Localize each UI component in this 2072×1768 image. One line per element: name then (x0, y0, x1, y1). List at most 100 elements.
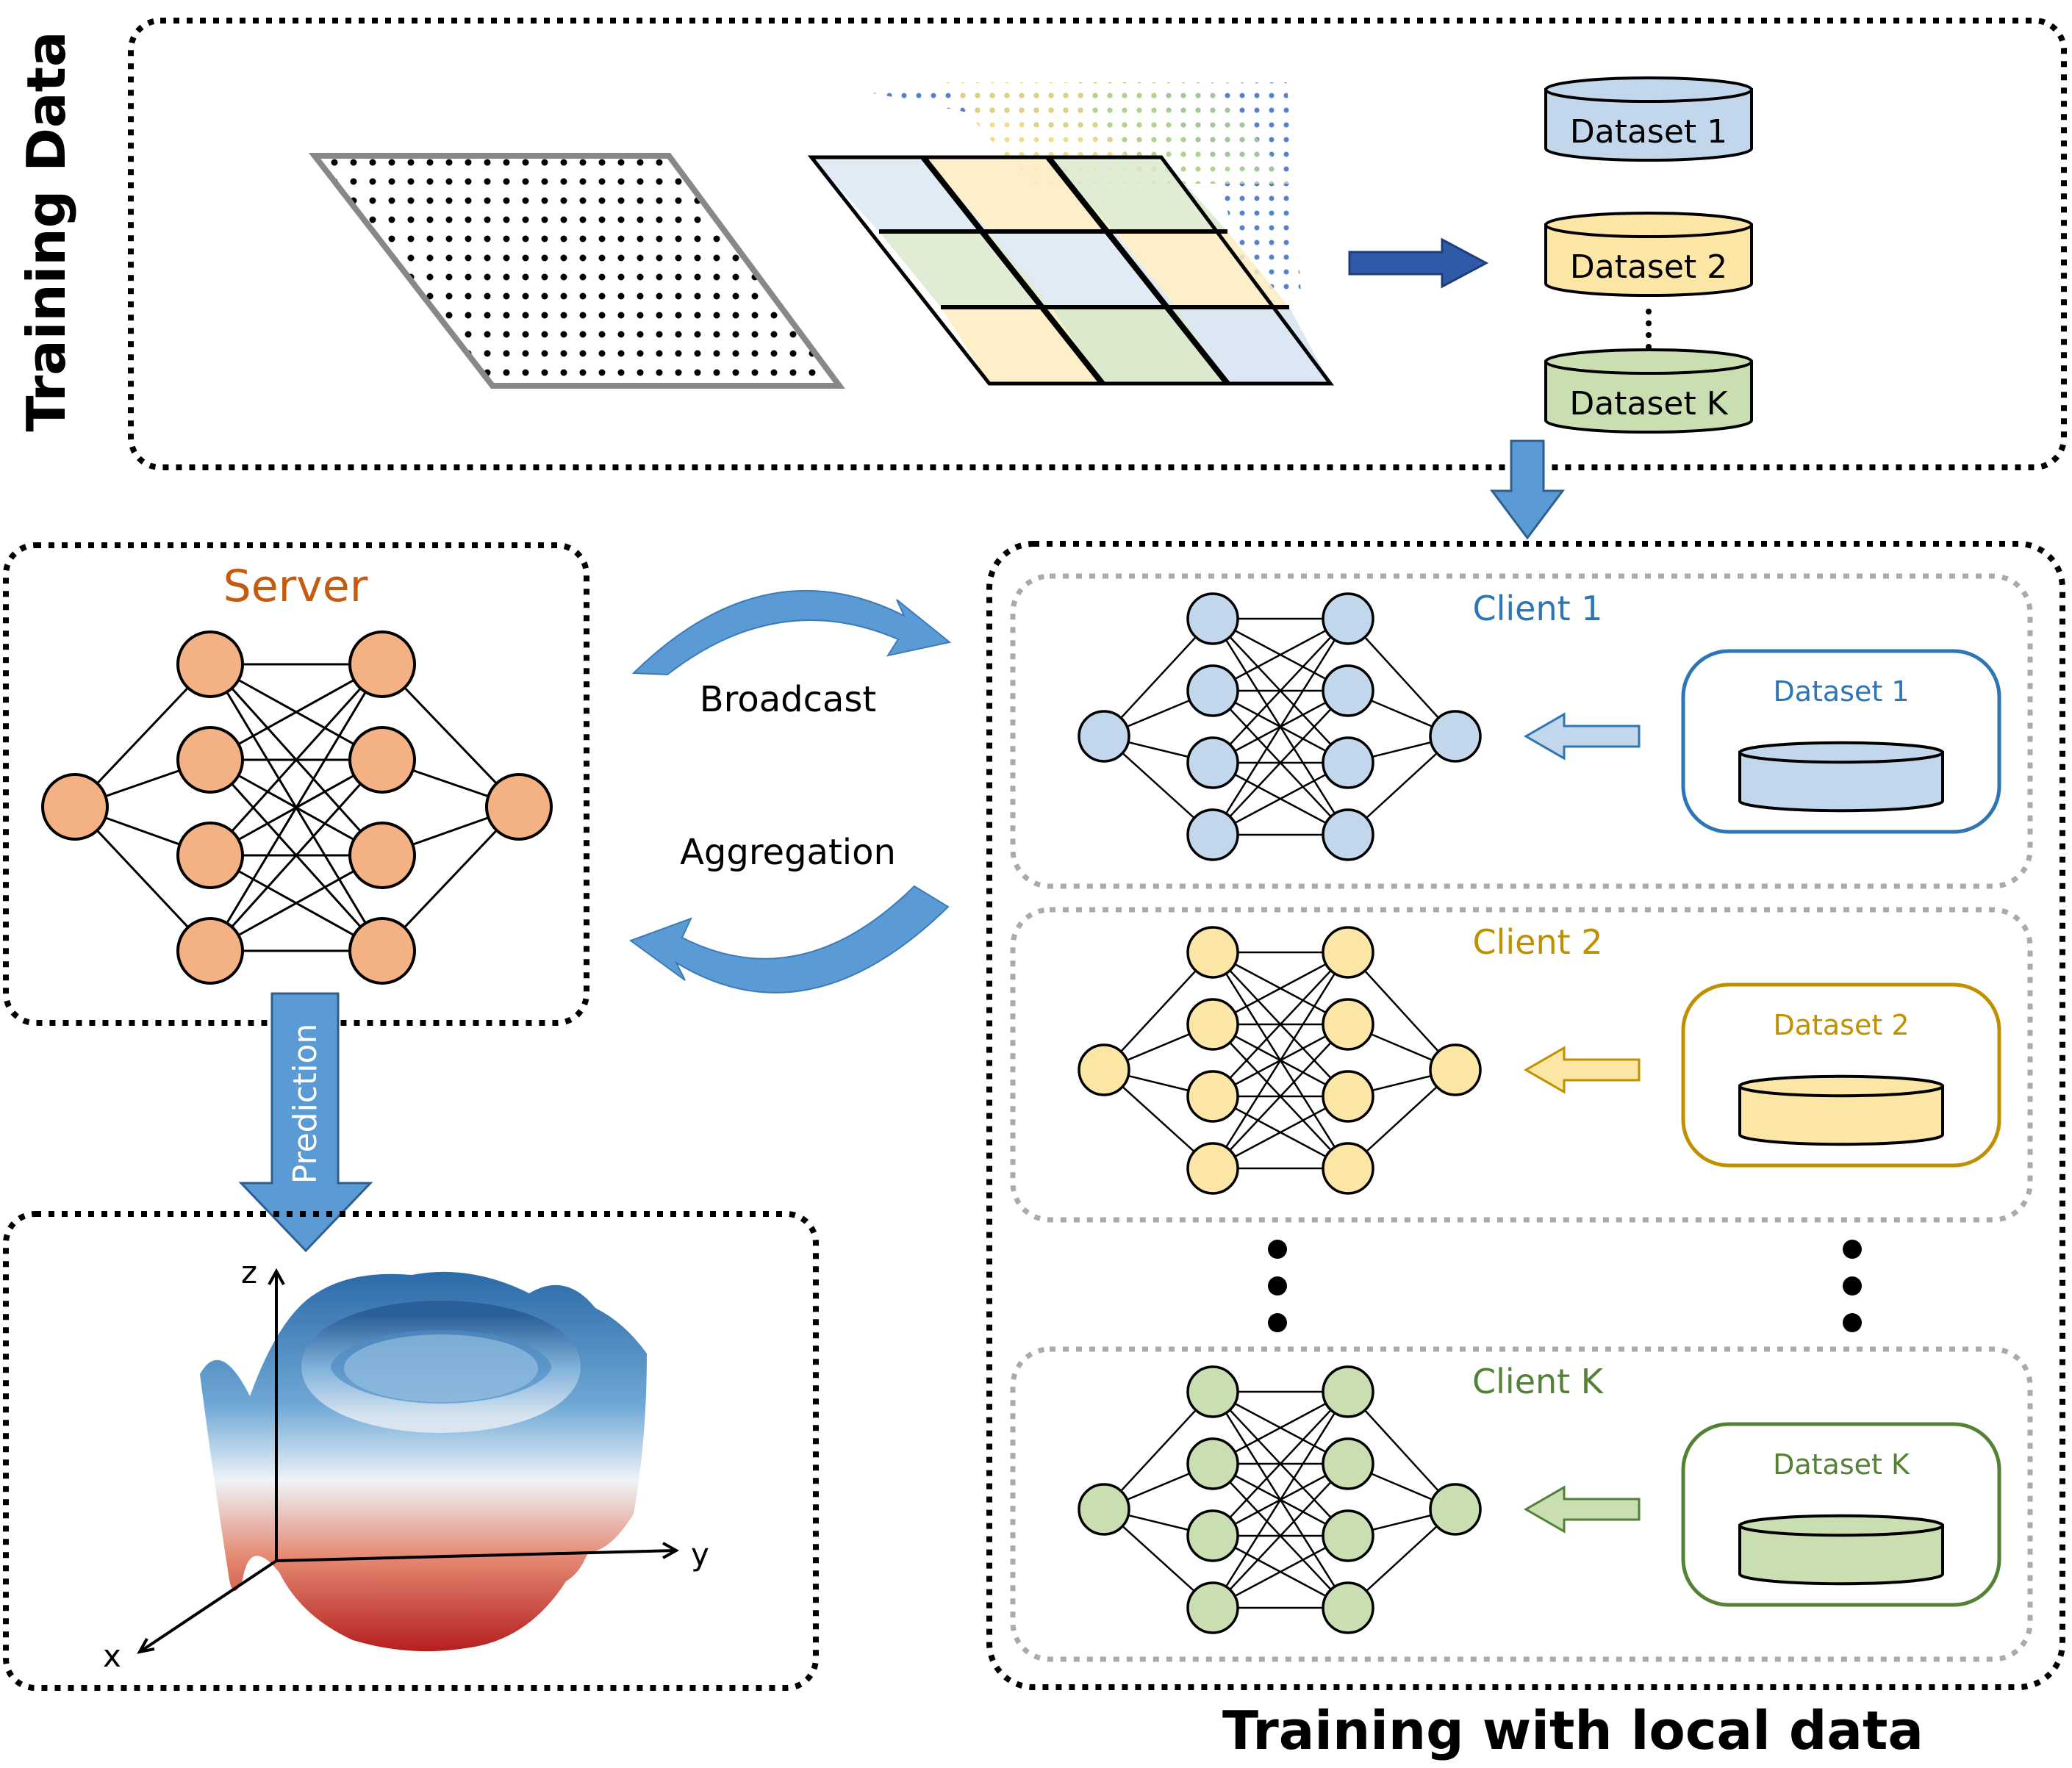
network-node (485, 773, 553, 841)
network-node (176, 726, 244, 794)
client-label: Client 2 (1472, 922, 1602, 962)
network-node (176, 917, 244, 985)
raw-point-cloud (308, 153, 845, 389)
client-dataset: Dataset K (1681, 1422, 2001, 1607)
axis-x-label: x (103, 1638, 121, 1674)
network-edge (1211, 1391, 1349, 1609)
network-node (1322, 926, 1374, 979)
stacked-dataset-label: Dataset 2 (1570, 248, 1727, 286)
network-node (176, 630, 244, 698)
network-node (1078, 710, 1130, 763)
network-node (348, 726, 416, 794)
network-edge (1212, 618, 1349, 763)
network-node (1429, 1483, 1482, 1536)
network-edge (209, 664, 384, 952)
client-neural-network (1078, 592, 1482, 861)
local-training-title: Training with local data (1222, 1700, 1924, 1761)
network-node (1322, 1437, 1374, 1490)
axis-z-label: z (241, 1254, 257, 1290)
client-ellipsis (1268, 1240, 1862, 1332)
client-dataset-label: Dataset 2 (1773, 1009, 1909, 1041)
network-edge (1347, 952, 1456, 1071)
network-node (348, 917, 416, 985)
client-neural-network (1078, 926, 1482, 1195)
network-edge (1347, 618, 1456, 737)
network-node (1322, 1142, 1374, 1195)
network-edge (1212, 1463, 1349, 1609)
local-data-arrow (1523, 1485, 1641, 1534)
surface-axes (137, 1268, 680, 1654)
network-node (1186, 664, 1239, 717)
network-edge (1212, 690, 1349, 836)
network-node (1322, 736, 1374, 789)
network-node (1186, 592, 1239, 645)
client-1-box: Client 1 Dataset 1 (1010, 573, 2033, 889)
client-dataset-cylinder (1738, 1074, 1944, 1146)
aggregation-arrow (628, 885, 950, 993)
network-edges (1103, 951, 1456, 1170)
partitioned-grid (807, 82, 1334, 386)
client-label: Client 1 (1472, 589, 1602, 628)
network-edge (1211, 618, 1349, 836)
network-node (1186, 736, 1239, 789)
network-node (1186, 1142, 1239, 1195)
training-data-title: Training Data (15, 31, 77, 431)
stacked-dataset-1: Dataset 1 (1544, 76, 1753, 162)
network-edge (1103, 1391, 1214, 1510)
aggregation-label: Aggregation (680, 832, 896, 873)
client-dataset: Dataset 1 (1681, 649, 2001, 834)
stack-dot (1646, 320, 1652, 326)
network-edges (74, 663, 520, 952)
client-neural-network (1078, 1365, 1482, 1634)
stacked-dataset-2: Dataset 2 (1544, 212, 1753, 297)
stacked-dataset-3: Dataset K (1544, 348, 1753, 434)
network-node (1322, 664, 1374, 717)
client-dataset-cylinder (1738, 741, 1944, 813)
network-node (1322, 1365, 1374, 1418)
client-dataset-label: Dataset K (1773, 1448, 1910, 1481)
network-edge (1211, 952, 1349, 1169)
stack-dot (1646, 344, 1652, 350)
network-node (1322, 592, 1374, 645)
network-edge (1103, 618, 1214, 737)
network-node (1186, 998, 1239, 1051)
network-edge (209, 663, 384, 857)
local-data-arrow (1523, 712, 1641, 761)
network-node (348, 630, 416, 698)
network-node (176, 822, 244, 889)
network-node (1186, 1509, 1239, 1562)
split-arrow (1348, 237, 1489, 289)
prediction-label: Prediction (287, 1024, 324, 1185)
network-node (41, 773, 109, 841)
local-data-arrow (1523, 1046, 1641, 1094)
network-node (1186, 1437, 1239, 1490)
client-dataset-cylinder (1738, 1514, 1944, 1586)
network-edge (1103, 952, 1214, 1071)
server-label: Server (223, 561, 368, 612)
server-panel: Server (3, 542, 589, 1026)
network-node (1322, 998, 1374, 1051)
network-node (1322, 808, 1374, 861)
network-edges (1103, 1390, 1456, 1609)
stacked-dataset-label: Dataset K (1569, 385, 1728, 423)
network-edges (1103, 617, 1456, 836)
network-node (1186, 926, 1239, 979)
network-node (1429, 1043, 1482, 1096)
network-edge (1212, 1024, 1349, 1169)
network-node (1078, 1043, 1130, 1096)
network-node (1322, 1581, 1374, 1634)
server-neural-network (41, 630, 553, 985)
client-2-box: Client 2 Dataset 2 (1010, 907, 2033, 1223)
client-dataset: Dataset 2 (1681, 982, 2001, 1168)
broadcast-label: Broadcast (700, 679, 877, 720)
predicted-surface-plot: z y x (103, 1254, 709, 1674)
prediction-frame (3, 1211, 819, 1691)
network-node (1186, 1365, 1239, 1418)
training-data-panel: Training Data (15, 18, 2067, 470)
network-edge (1212, 952, 1349, 1097)
network-edge (1212, 1391, 1349, 1537)
dataset-stack: Dataset 1 Dataset 2 Dataset K (1544, 76, 1753, 434)
stack-dot (1646, 332, 1652, 338)
